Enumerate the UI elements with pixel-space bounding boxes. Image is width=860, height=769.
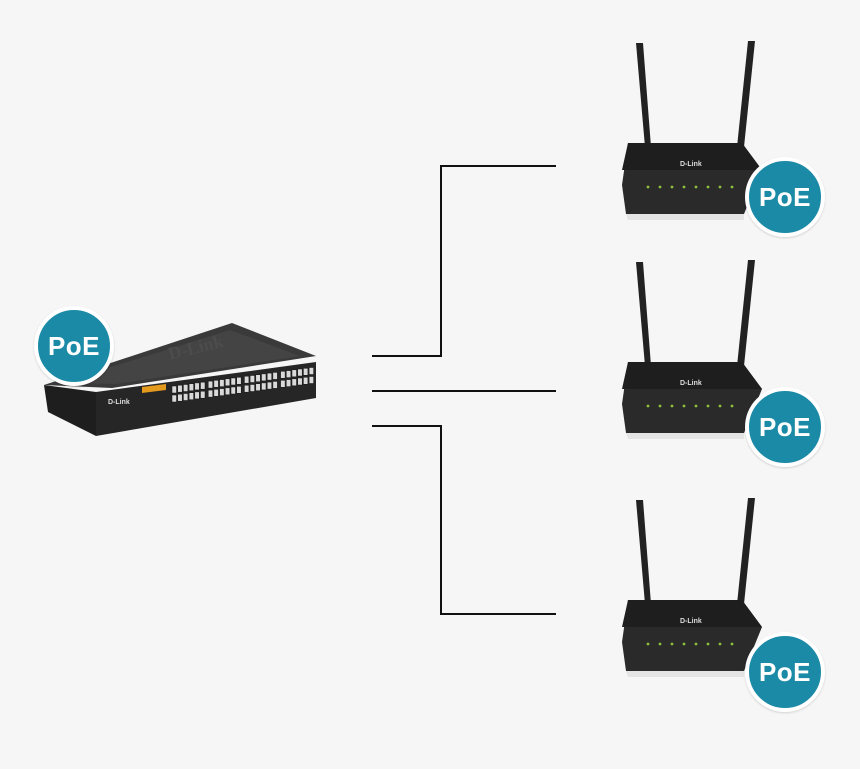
switch-brand-label: D-Link — [108, 399, 130, 406]
wifi-router-icon: D-Link — [622, 498, 762, 677]
switch-port — [236, 386, 242, 394]
switch-port — [183, 384, 189, 392]
switch-port — [207, 380, 213, 389]
switch-poe-badge: PoE — [34, 306, 114, 386]
switch-port — [188, 392, 194, 400]
switch-port — [213, 389, 219, 397]
switch-port — [200, 390, 206, 399]
switch-port — [225, 378, 231, 387]
switch-port — [280, 380, 286, 388]
cable-to-router-3 — [372, 425, 556, 615]
switch-port — [308, 367, 314, 375]
switch-port — [261, 373, 267, 382]
switch-port — [272, 372, 278, 380]
cable-group — [372, 165, 556, 615]
switch-port — [303, 368, 309, 376]
router-1-brand-label: D-Link — [680, 161, 702, 168]
switch-port — [249, 375, 255, 383]
network-switch-icon: D-Link D-Link — [44, 323, 316, 436]
switch-port — [308, 376, 314, 384]
switch-port — [291, 378, 297, 387]
switch-port — [266, 381, 272, 390]
switch-port — [219, 388, 225, 396]
switch-port — [266, 372, 272, 381]
router-1-poe-badge: PoE — [745, 157, 825, 237]
switch-port — [236, 377, 242, 385]
router-2-poe-badge: PoE — [745, 387, 825, 467]
switch-port — [194, 391, 200, 400]
switch-port — [171, 385, 177, 394]
switch-port — [207, 389, 213, 398]
switch-port-panel — [171, 367, 314, 403]
router-2-brand-label: D-Link — [680, 380, 702, 387]
router-3-brand-label: D-Link — [680, 618, 702, 625]
cable-to-router-1 — [372, 165, 556, 357]
switch-port — [188, 383, 194, 391]
switch-port — [286, 370, 292, 378]
wifi-router-icon: D-Link — [622, 260, 762, 439]
switch-port — [255, 374, 261, 382]
switch-port — [297, 368, 303, 377]
switch-port — [194, 382, 200, 391]
switch-port — [280, 371, 286, 379]
router-3-poe-badge: PoE — [745, 632, 825, 712]
switch-port — [286, 379, 292, 387]
switch-port — [230, 377, 236, 386]
switch-port — [225, 387, 231, 396]
switch-port — [213, 380, 219, 388]
switch-port — [183, 393, 189, 401]
switch-port — [297, 377, 303, 386]
switch-port — [255, 383, 261, 391]
switch-port — [272, 381, 278, 389]
switch-port — [219, 379, 225, 387]
switch-port — [303, 377, 309, 385]
switch-port — [244, 375, 250, 384]
switch-port — [291, 369, 297, 378]
switch-port — [177, 393, 183, 402]
switch-port — [200, 381, 206, 390]
switch-port — [244, 384, 250, 393]
switch-port — [249, 384, 255, 392]
switch-port — [230, 386, 236, 395]
wifi-router-icon: D-Link — [622, 41, 762, 220]
switch-port — [177, 384, 183, 393]
switch-port — [171, 394, 177, 403]
switch-port — [261, 382, 267, 391]
